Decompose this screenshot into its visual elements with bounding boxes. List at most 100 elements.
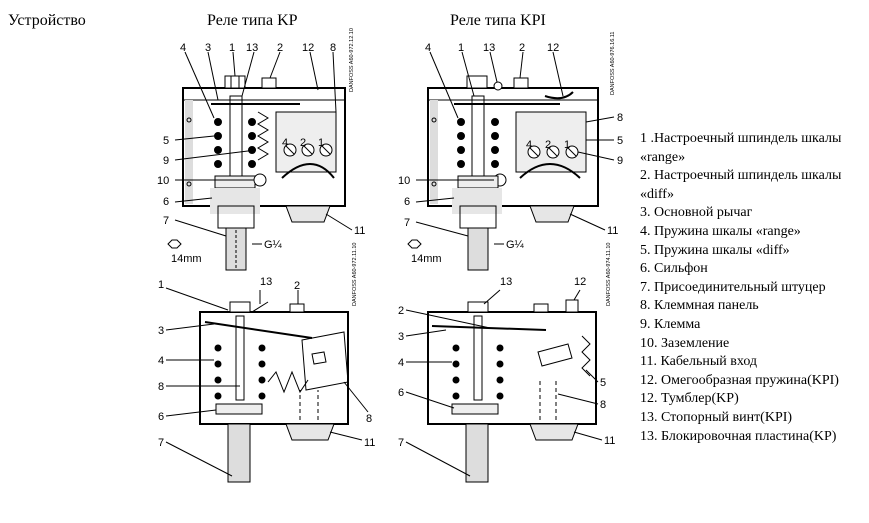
kpi-schematic-callout-labels: 13 12 2 3 4 6 7 5 8 11 DANFOSS A60-974.1… [398,243,615,450]
drawing-stamp: DANFOSS A60-972.12.10 [349,28,355,92]
wiring [539,380,557,420]
parts-legend: 1 .Настроечный шпиндель шкалы «range» 2.… [640,130,868,446]
callout-label: 8 [366,413,372,425]
callout-label: 2 [519,42,525,54]
main-lever [204,321,313,339]
kpi-title: Реле типа KPI [450,12,546,29]
callout-label: 8 [617,112,623,124]
diff-spring [257,111,269,161]
diff-spindle-head [261,77,277,89]
legend-item: 11. Кабельный вход [640,354,758,370]
section-title: Устройство [8,12,86,29]
kp-relay-callout-labels: 4 3 1 13 2 12 8 5 9 10 6 7 11 4 2 1 14mm… [157,28,365,265]
housing [427,311,597,425]
drawing-stamp: DANFOSS A60-974.11.10 [606,243,612,307]
callout-leaders [405,289,603,477]
callout-label: 3 [398,331,404,343]
callout-label: 12 [302,42,314,54]
legend-item: 4. Пружина шкалы «range» [640,223,801,239]
legend-item: 13. Стопорный винт(KPI) [640,409,793,425]
callout-leaders [165,287,369,477]
omega-spring-housing [565,299,579,313]
rivet [431,117,437,123]
terminal-label: 4 [282,137,288,149]
callout-label: 1 [458,42,464,54]
micro-switch [537,343,573,367]
diff-spindle-head [513,77,529,89]
legend-item: 12. Омегообразная пружина(KPI) [640,372,839,388]
callout-label: 1 [158,279,164,291]
range-spindle [229,95,243,187]
callout-label: 12 [547,42,559,54]
housing-wall [185,100,193,204]
range-spindle-head [466,75,488,89]
legend-item: 3. Основной рычаг [640,205,753,221]
range-spring [214,344,266,400]
cable-entry [529,205,575,223]
kpi-relay-schematic [405,289,603,483]
terminal-label: 4 [526,139,532,151]
micro-switch [311,351,327,365]
terminal-label: 1 [564,139,570,151]
housing [427,87,599,207]
kpi-relay-callout-labels: 4 1 13 2 12 8 5 9 10 6 7 11 4 2 1 14mm G… [398,32,623,266]
callout-label: 9 [163,155,169,167]
callout-label: 7 [398,437,404,449]
bellows-plate [457,175,499,189]
callout-label: 5 [600,377,606,389]
terminal-label: 2 [545,139,551,151]
legend-item: 1 .Настроечный шпиндель шкалы «range» [640,131,842,165]
earth-screw [253,173,267,187]
callout-label: 5 [617,135,623,147]
callout-label: 4 [398,357,404,369]
callout-label: 2 [277,42,283,54]
drawing-stamp: DANFOSS A60-972.11.10 [352,243,358,307]
cable-entry [285,423,335,441]
terminal-panel [301,331,349,391]
range-spring [214,118,256,168]
connector-fitting [227,423,251,483]
legend-item: 13. Блокировочная пластина(KP) [640,428,837,444]
callout-label: 11 [604,435,615,447]
callout-label: 12 [574,276,586,288]
thread-label: G¼ [506,239,525,251]
housing [199,311,349,425]
terminal-label: 1 [318,137,324,149]
range-spindle [471,95,485,187]
callout-label: 4 [425,42,431,54]
callout-leaders [174,51,353,237]
callout-label: 10 [157,175,169,187]
rivet [186,181,192,187]
callout-label: 13 [246,42,258,54]
callout-label: 3 [158,325,164,337]
callout-label: 13 [260,276,272,288]
callout-label: 11 [354,225,365,237]
diff-spring [267,370,309,394]
range-spindle [235,315,245,401]
callout-label: 4 [180,42,186,54]
callout-label: 8 [330,42,336,54]
legend-item: 5. Пружина шкалы «diff» [640,242,790,258]
kp-title: Реле типа KP [207,12,298,29]
bellows [451,403,499,415]
callout-label: 11 [607,225,618,237]
terminal-screws [283,143,333,157]
callout-label: 13 [500,276,512,288]
range-spindle-head [467,301,489,313]
wiring [299,390,319,420]
bellows-plate [214,175,256,189]
callout-label: 7 [158,437,164,449]
diff-spring [581,335,591,377]
connector-fitting [465,423,489,483]
legend-item: 12. Тумблер(KP) [640,391,739,407]
callout-label: 7 [163,215,169,227]
callout-label: 10 [398,175,410,187]
hex-size-label: 14mm [411,253,442,265]
legend-item: 2. Настроечный шпиндель шкалы «diff» [640,168,842,202]
omega-spring [544,91,574,100]
legend-item: 7. Присоединительный штуцер [640,279,826,295]
diff-spindle-head [289,303,305,313]
hex-symbol [167,239,182,249]
callout-label: 6 [398,387,404,399]
